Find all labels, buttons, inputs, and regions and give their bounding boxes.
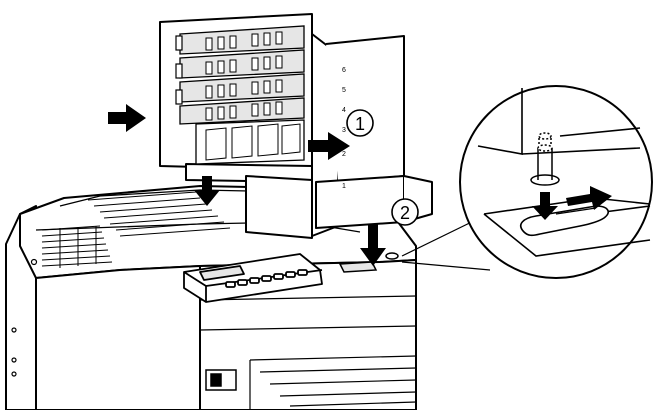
control-panel bbox=[183, 253, 323, 303]
detail-callout bbox=[459, 85, 653, 279]
bin-level-5: 5 bbox=[342, 87, 346, 94]
bin-level-1: 1 bbox=[342, 183, 346, 190]
frame-hinges bbox=[175, 35, 183, 105]
callout-arrow-down bbox=[532, 192, 558, 220]
arrow-down-left bbox=[194, 176, 220, 206]
mounting-slot bbox=[338, 252, 399, 273]
arrow-down-right bbox=[360, 224, 386, 266]
vent-grille bbox=[41, 225, 113, 268]
bin-clips bbox=[205, 31, 301, 161]
step-2-marker: 2 bbox=[391, 198, 419, 226]
power-switch bbox=[205, 369, 237, 391]
step-1-number: 1 bbox=[355, 114, 365, 134]
side-screws bbox=[11, 258, 38, 377]
bin-level-2: 2 bbox=[342, 151, 346, 158]
bin-level-6: 6 bbox=[342, 67, 346, 74]
arrow-push-right-left bbox=[108, 104, 146, 132]
bin-level-labels: 6 5 4 3 2 1 bbox=[342, 67, 346, 190]
step-1-marker: 1 bbox=[346, 109, 374, 137]
bin-level-4: 4 bbox=[342, 107, 346, 114]
paper-tray bbox=[199, 295, 417, 410]
callout-arrow-slide bbox=[566, 186, 612, 210]
top-panel-slats bbox=[87, 191, 231, 237]
step-2-number: 2 bbox=[400, 203, 410, 223]
arrow-push-right-mid bbox=[308, 132, 350, 160]
bin-level-3: 3 bbox=[342, 127, 346, 134]
